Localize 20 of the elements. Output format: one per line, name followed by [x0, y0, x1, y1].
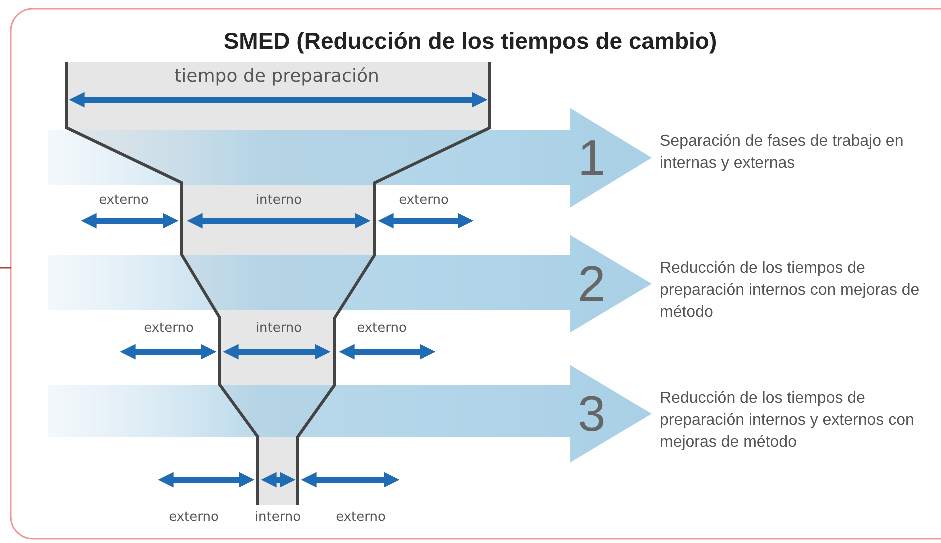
- time-label: externo: [99, 194, 149, 207]
- step-band: [48, 108, 652, 208]
- time-label: interno: [256, 194, 302, 207]
- time-label: externo: [336, 511, 386, 524]
- step-band: [48, 235, 652, 333]
- time-label: externo: [399, 194, 449, 207]
- time-label: interno: [256, 322, 302, 335]
- step-number: 3: [578, 389, 606, 439]
- time-label: externo: [169, 511, 219, 524]
- step-number: 2: [578, 259, 606, 309]
- diagram-title: SMED (Reducción de los tiempos de cambio): [224, 28, 718, 54]
- step-number: 1: [578, 133, 606, 183]
- step-description: Separación de fases de trabajo en internas y externas: [660, 132, 905, 174]
- step-description: Reducción de los tiempos de preparación internos con mejoras de método: [660, 259, 921, 323]
- time-label: externo: [357, 322, 407, 335]
- step-description: Reducción de los tiempos de preparación internos y externos con mejoras de método: [660, 389, 916, 453]
- time-label: interno: [254, 511, 302, 524]
- step-band: [48, 365, 652, 463]
- time-label: externo: [144, 322, 194, 335]
- dimension-label: tiempo de preparación: [174, 68, 380, 86]
